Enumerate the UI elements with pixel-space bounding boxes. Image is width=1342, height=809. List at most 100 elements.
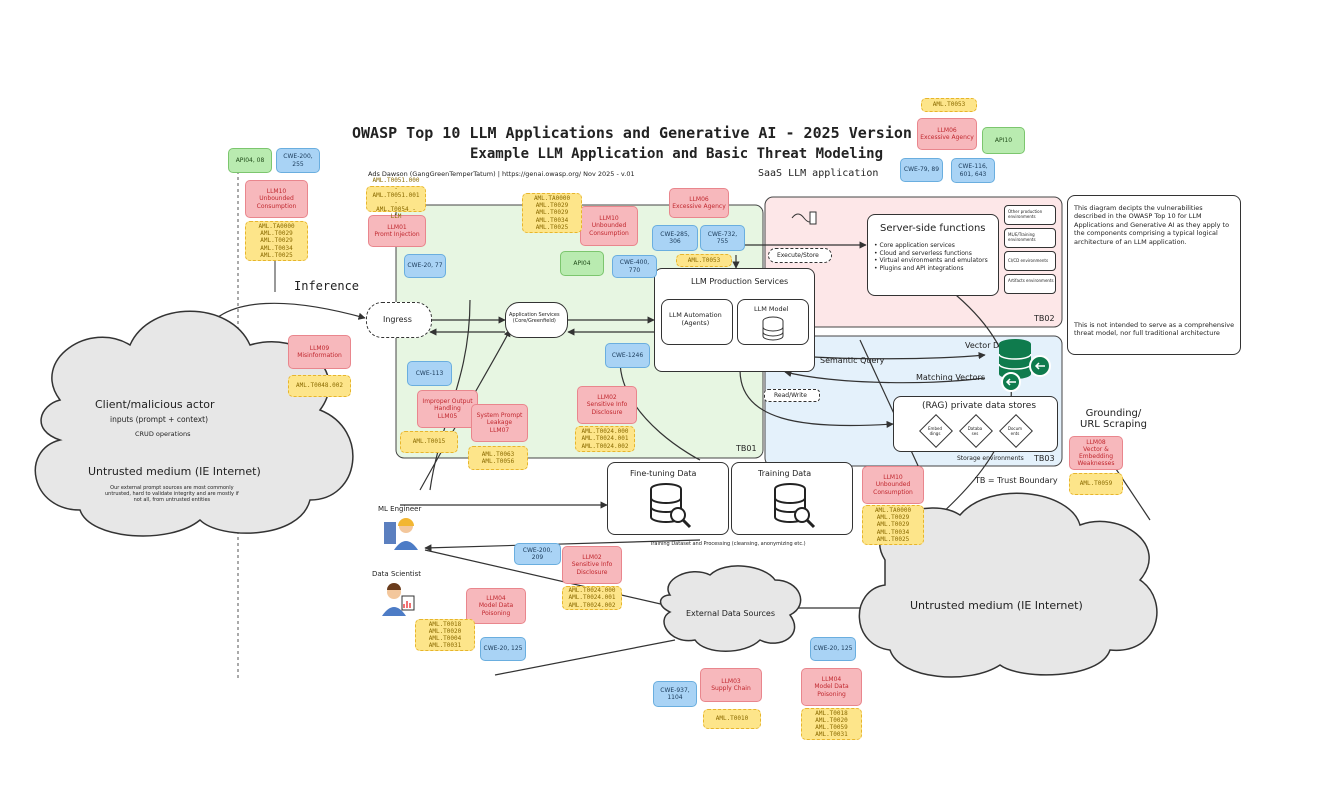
rag-box: (RAG) private data stores Embed dings Da… — [893, 396, 1058, 452]
llm-automation-label: LLM Automation (Agents) — [669, 311, 722, 327]
database-icon — [762, 316, 784, 341]
database-search-icon — [774, 483, 816, 529]
aml-t0059-tag: AML.T0059 — [1069, 473, 1123, 495]
env-box-3: CI/CD environments — [1004, 251, 1056, 271]
fine-tuning-box: Fine-tuning Data — [607, 462, 729, 535]
client-title: Client/malicious actor — [95, 398, 215, 411]
cwe-285-tag: CWE-285, 306 — [652, 225, 698, 251]
cwe-400-tag: CWE-400, 770 — [612, 255, 657, 278]
llm10-low-tag: LLM10 Unbounded Consumption — [862, 466, 924, 504]
diagram-title: OWASP Top 10 LLM Applications and Genera… — [352, 124, 912, 142]
data-scientist-icon — [382, 583, 415, 616]
training-data-box: Training Data — [731, 462, 853, 535]
aml-t0048-tag: AML.T0048.002 — [288, 375, 351, 397]
aml-llm04-right-tag: AML.T0018 AML.T0020 AML.T0059 AML.T0031 — [801, 708, 862, 740]
cwe-937-tag: CWE-937, 1104 — [653, 681, 697, 707]
env-label-1: Other production environments — [1008, 209, 1043, 219]
ingress-label: Ingress — [383, 315, 412, 324]
untrusted-right-label: Untrusted medium (IE Internet) — [910, 599, 1083, 612]
cwe-20-125-left-tag: CWE-20, 125 — [480, 637, 526, 661]
aml-t0053-mid-tag: AML.T0053 — [676, 254, 732, 267]
cwe-200-255-tag: CWE-200, 255 — [276, 148, 320, 173]
cwe-113-tag: CWE-113 — [407, 361, 452, 386]
database-search-icon — [650, 483, 692, 529]
untrusted-left-note: Our external prompt sources are most com… — [105, 485, 239, 503]
llm-automation-box: LLM Automation (Agents) — [661, 299, 733, 345]
api04-08-tag: API04, 08 — [228, 148, 272, 173]
rag-title: (RAG) private data stores — [922, 401, 1037, 411]
api04-tag: API04 — [560, 251, 604, 276]
ml-engineer-label: ML Engineer — [378, 505, 422, 513]
inference-label: Inference — [294, 279, 360, 293]
cwe-732-tag: CWE-732, 755 — [700, 225, 745, 251]
aml-llm04-left-tag: AML.T0018 AML.T0020 AML.T0004 AML.T0031 — [415, 619, 475, 651]
app-services-label: Application Services (Core/Greenfield) — [509, 312, 560, 324]
external-sources-label: External Data Sources — [686, 609, 776, 618]
server-side-box: Server-side functions • Core application… — [867, 214, 999, 296]
aml-low-tag: AML.TA0000 AML.T0029 AML.T0029 AML.T0034… — [862, 505, 924, 545]
env-label-3: CI/CD environments — [1008, 258, 1049, 263]
llm05-tag: Improper Output Handling LLM05 — [417, 390, 478, 428]
cwe-200-209-tag: CWE-200, 209 — [514, 543, 561, 565]
llm03-tag: LLM03 Supply Chain — [700, 668, 762, 702]
llm06-mid-tag: LLM06 Excessive Agency — [669, 188, 729, 218]
client-crud: CRUD operations — [135, 430, 191, 438]
plug-icon — [791, 211, 817, 225]
llm10-left-tag: LLM10 Unbounded Consumption — [245, 180, 308, 218]
env-box-2: ML/E/Training environments — [1004, 228, 1056, 248]
app-services-box: Application Services (Core/Greenfield) — [505, 302, 568, 338]
aml-t0053-top-tag: AML.T0053 — [921, 98, 977, 112]
api10-tag: API10 — [982, 127, 1025, 154]
tb01-label: TB01 — [736, 444, 757, 453]
trust-boundary-legend: TB = Trust Boundary — [975, 476, 1058, 485]
note-description: This diagram decipts the vulnerabilities… — [1074, 204, 1230, 246]
read-write-box: Read/Write — [764, 389, 820, 402]
llm10-mid-tag: LLM10 Unbounded Consumption — [580, 206, 638, 246]
untrusted-left-label: Untrusted medium (IE Internet) — [88, 465, 261, 478]
aml-llm01-tag: AML.T0051.000 - AML.T0051.001 - AML.T005… — [366, 177, 426, 220]
cwe-79-89-tag: CWE-79, 89 — [900, 158, 943, 182]
llm04-left-tag: LLM04 Model Data Poisoning — [466, 588, 526, 624]
aml-left-tag: AML.TA0000 AML.T0029 AML.T0029 AML.T0034… — [245, 221, 308, 261]
llm08-tag: LLM08 Vector & Embedding Weaknesses — [1069, 436, 1123, 470]
diagram-subtitle: Example LLM Application and Basic Threat… — [470, 146, 884, 162]
tb02-label: TB02 — [1034, 314, 1055, 323]
cloud-external — [659, 565, 802, 652]
env-box-4: Artifacts environments — [1004, 274, 1056, 294]
cwe-20-125-right-tag: CWE-20, 125 — [810, 637, 856, 661]
aml-t0024-low-tag: AML.T0024.000 AML.T0024.001 AML.T0024.00… — [562, 586, 622, 610]
llm-production-label: LLM Production Services — [691, 277, 789, 286]
llm04-right-tag: LLM04 Model Data Poisoning — [801, 668, 862, 706]
server-side-title: Server-side functions — [880, 223, 986, 234]
grounding-label: Grounding/ URL Scraping — [1080, 408, 1147, 430]
llm01-tag: LLM01 Promt Injection — [368, 215, 426, 247]
llm07-tag: System Prompt Leakage LLM07 — [471, 404, 528, 442]
tb03-label: TB03 — [1034, 454, 1055, 463]
llm02-mid-tag: LLM02 Sensitive Info Disclosure — [577, 386, 637, 424]
storage-env-label: Storage environments — [957, 455, 1024, 462]
llm-model-label: LLM Model — [754, 305, 789, 313]
embeddings-label: Embed dings — [928, 426, 942, 436]
fine-tuning-label: Fine-tuning Data — [630, 469, 697, 478]
aml-t0015-tag: AML.T0015 — [400, 431, 458, 453]
cwe-116-tag: CWE-116, 601, 643 — [951, 158, 995, 183]
vector-db-icon — [998, 339, 1051, 392]
env-label-2: ML/E/Training environments — [1008, 232, 1036, 242]
execute-store-label: Execute/Store — [777, 252, 819, 259]
semantic-query-label: Semantic Query — [820, 356, 885, 365]
app-type: SaaS LLM application — [758, 168, 879, 179]
matching-vectors-label: Matching Vectors — [916, 373, 985, 382]
note-disclaimer: This is not intended to serve as a compr… — [1074, 321, 1235, 338]
training-caption: Training Dataset and Processing (cleansi… — [650, 541, 806, 547]
server-side-items: • Core application services • Cloud and … — [874, 242, 988, 272]
llm09-tag: LLM09 Misinformation — [288, 335, 351, 369]
env-box-1: Other production environments — [1004, 205, 1056, 225]
notes-box: This diagram decipts the vulnerabilities… — [1067, 195, 1241, 355]
env-label-4: Artifacts environments — [1008, 278, 1054, 283]
aml-t0024-mid-tag: AML.T0024.000 AML.T0024.001 AML.T0024.00… — [575, 426, 635, 452]
cloud-left — [34, 310, 354, 537]
ingress-box: Ingress — [366, 302, 432, 338]
ml-engineer-icon — [384, 518, 418, 550]
vector-db-label: Vector DB — [965, 341, 1005, 350]
aml-t0063-tag: AML.T0063 AML.T0056 — [468, 446, 528, 470]
